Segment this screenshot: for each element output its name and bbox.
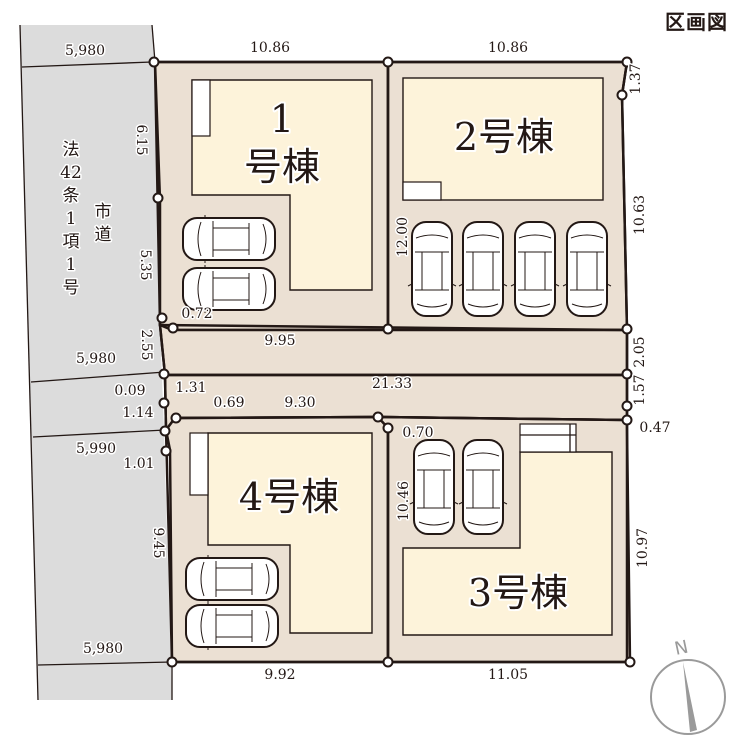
parking-car-icon	[458, 439, 508, 535]
lot-3[interactable]	[375, 415, 632, 664]
lot-2[interactable]	[386, 60, 629, 332]
road-width-label: 5,990	[76, 441, 116, 457]
svg-text:1: 1	[66, 255, 77, 275]
svg-text:9.30: 9.30	[284, 395, 315, 411]
svg-text:21.33: 21.33	[372, 376, 412, 392]
svg-text:42: 42	[60, 163, 82, 183]
lot-3-label: 3号棟	[468, 571, 568, 615]
svg-text:10.97: 10.97	[635, 528, 651, 568]
svg-text:10.86: 10.86	[250, 40, 290, 56]
parking-car-icon	[182, 214, 276, 264]
parking-car-icon	[510, 221, 560, 317]
svg-text:5.35: 5.35	[137, 249, 153, 280]
svg-text:市: 市	[95, 202, 112, 222]
svg-text:1.01: 1.01	[123, 456, 154, 472]
svg-text:0.70: 0.70	[402, 425, 433, 441]
north-arrow-icon: N	[650, 637, 726, 735]
page-title: 区画図	[665, 10, 728, 34]
svg-text:1.14: 1.14	[122, 405, 153, 421]
svg-text:1: 1	[66, 209, 77, 229]
svg-text:道: 道	[95, 225, 112, 245]
svg-text:法: 法	[63, 140, 80, 160]
parking-car-icon	[409, 439, 459, 535]
svg-text:0.47: 0.47	[639, 420, 670, 436]
boundary-points	[148, 56, 636, 668]
road-width-label: 5,980	[76, 351, 116, 367]
svg-text:10.46: 10.46	[396, 481, 412, 521]
dimension-labels: 10.86 10.86 0.72 9.95 21.33 0.09 1.31 1.…	[113, 39, 672, 685]
lot-4[interactable]	[164, 415, 390, 664]
svg-text:1.31: 1.31	[175, 380, 206, 396]
svg-text:6.15: 6.15	[133, 124, 149, 155]
svg-text:12.00: 12.00	[395, 217, 411, 257]
lot-1-label: 1	[270, 97, 294, 141]
dimension-labels-vertical: 6.15 5.35 2.55 9.45 1.37 10.63 12.00 2.0…	[132, 62, 653, 570]
svg-text:9.95: 9.95	[264, 333, 295, 349]
svg-text:9.45: 9.45	[150, 527, 166, 558]
parking-car-icon	[185, 601, 279, 651]
svg-text:N: N	[673, 637, 691, 660]
svg-text:条: 条	[63, 186, 80, 206]
svg-text:0.72: 0.72	[181, 306, 212, 322]
parking-car-icon	[185, 554, 279, 604]
svg-text:11.05: 11.05	[488, 667, 528, 683]
road	[19, 24, 173, 701]
svg-text:2.05: 2.05	[632, 336, 648, 367]
parking-car-icon	[407, 221, 457, 317]
svg-text:号: 号	[63, 278, 80, 298]
svg-text:1.57: 1.57	[632, 374, 648, 405]
road-width-label: 5,980	[83, 641, 123, 657]
svg-text:9.92: 9.92	[264, 667, 295, 683]
svg-text:10.63: 10.63	[632, 195, 648, 235]
svg-text:項: 項	[63, 232, 80, 252]
lot-2-label: 2号棟	[454, 115, 554, 159]
road-label: 法 42 条 1 項 1 号 市 道	[59, 139, 113, 300]
road-width-label: 5,980	[65, 43, 105, 59]
svg-text:2.55: 2.55	[138, 329, 154, 360]
svg-text:0.09: 0.09	[114, 383, 145, 399]
parking-car-icon	[562, 221, 612, 317]
lot-1-label: 号棟	[244, 145, 320, 189]
svg-text:1.37: 1.37	[628, 63, 644, 94]
svg-text:10.86: 10.86	[488, 40, 528, 56]
lot-4-label: 4号棟	[239, 475, 339, 519]
parking-car-icon	[458, 221, 508, 317]
svg-text:0.69: 0.69	[213, 395, 244, 411]
